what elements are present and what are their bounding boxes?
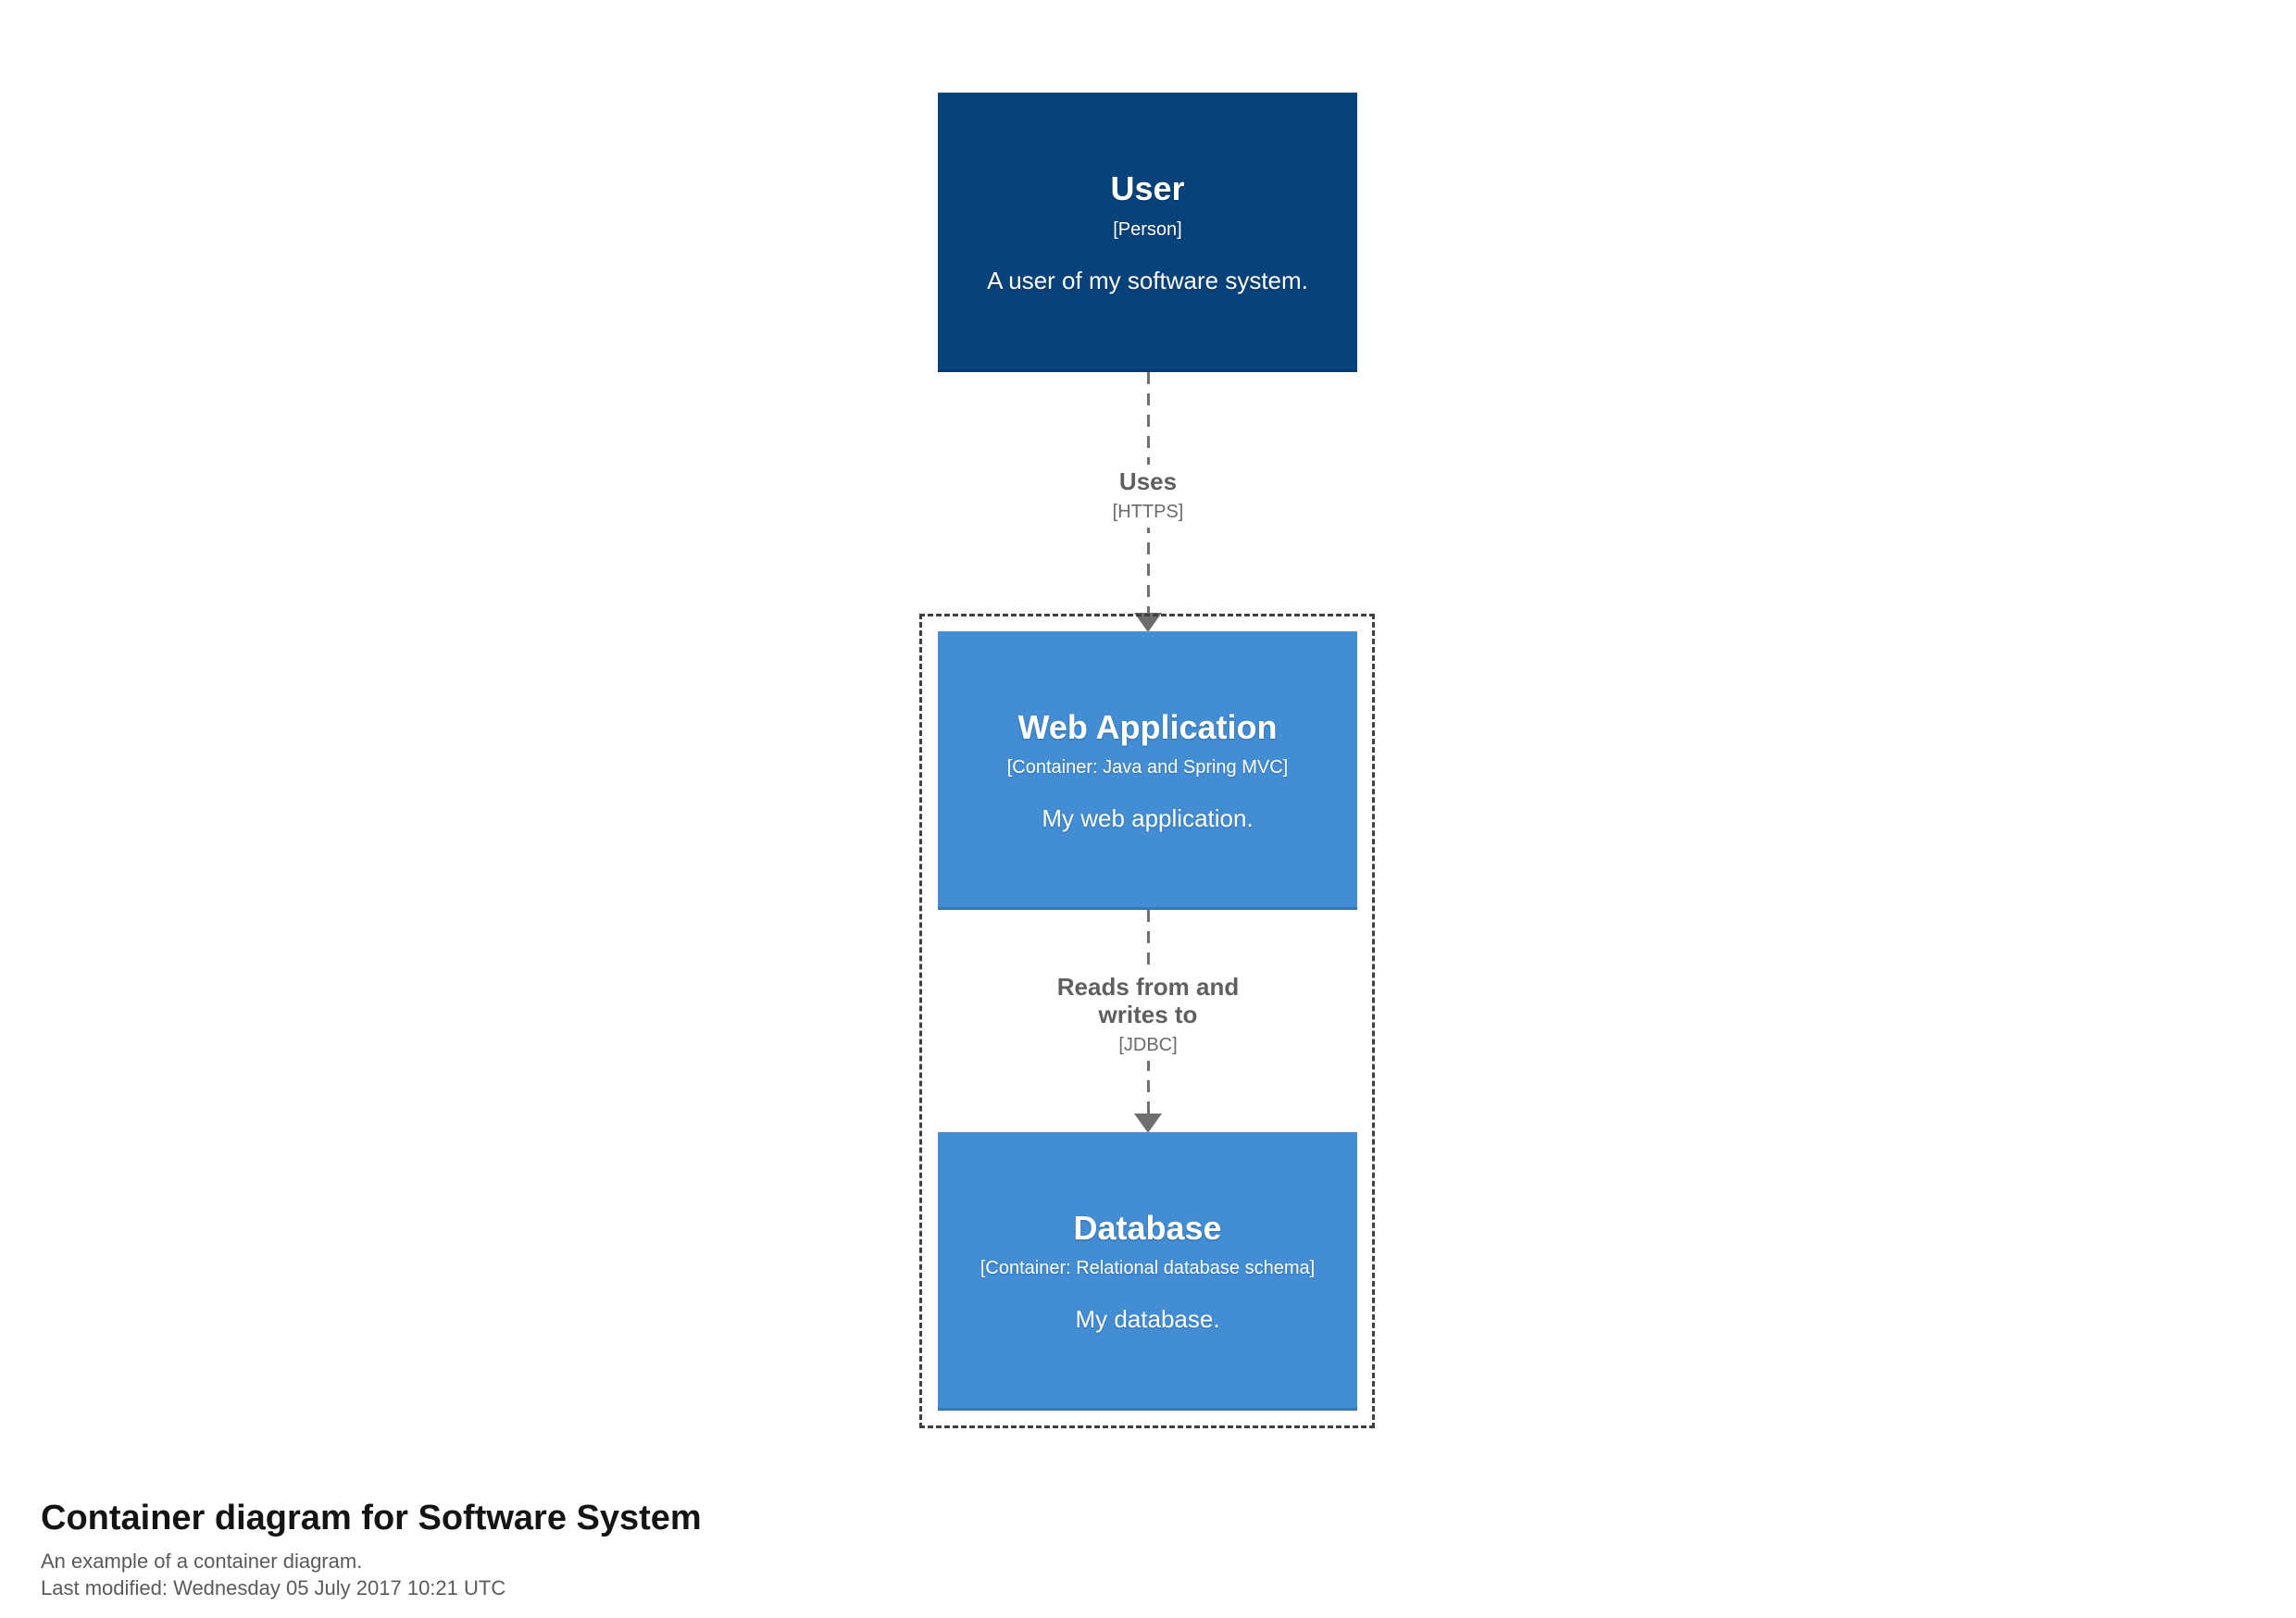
diagram-title: Container diagram for Software System xyxy=(41,1499,702,1537)
relationship-label-uses: Uses [HTTPS] xyxy=(1103,465,1193,528)
software-system-boundary xyxy=(919,614,1375,1428)
relationship-uses-name: Uses xyxy=(1118,467,1178,495)
diagram-last-modified: Last modified: Wednesday 05 July 2017 10… xyxy=(41,1576,506,1600)
diagram-metadata: Container diagram for Software System An… xyxy=(41,1498,702,1602)
arrowhead-down-icon xyxy=(1134,613,1162,632)
relationship-reads-writes-technology: [JDBC] xyxy=(1118,1034,1178,1055)
user-description: A user of my software system. xyxy=(987,266,1308,294)
database-meta-label: [Container: Relational database schema] xyxy=(980,1258,1316,1279)
arrowhead-down-icon xyxy=(1134,1114,1162,1133)
relationship-uses-technology: [HTTPS] xyxy=(1112,501,1184,522)
web-application-meta-label: [Container: Java and Spring MVC] xyxy=(1006,757,1289,778)
web-application-name-label: Web Application xyxy=(1017,707,1278,746)
element-web-application-container: Web Application [Container: Java and Spr… xyxy=(938,631,1357,910)
user-meta-label: [Person] xyxy=(1113,218,1182,240)
database-description: My database. xyxy=(1075,1305,1220,1334)
database-name-label: Database xyxy=(1073,1208,1222,1247)
element-database-container: Database [Container: Relational database… xyxy=(938,1132,1357,1411)
relationship-label-reads-writes: Reads from and writes to [JDBC] xyxy=(1032,970,1264,1061)
web-application-description: My web application. xyxy=(1042,804,1254,833)
relationship-reads-writes-name: Reads from and writes to xyxy=(1056,973,1240,1028)
element-user-person: User [Person] A user of my software syst… xyxy=(938,93,1357,372)
diagram-subtitle: An example of a container diagram. xyxy=(41,1549,363,1573)
user-name-label: User xyxy=(1110,169,1185,208)
